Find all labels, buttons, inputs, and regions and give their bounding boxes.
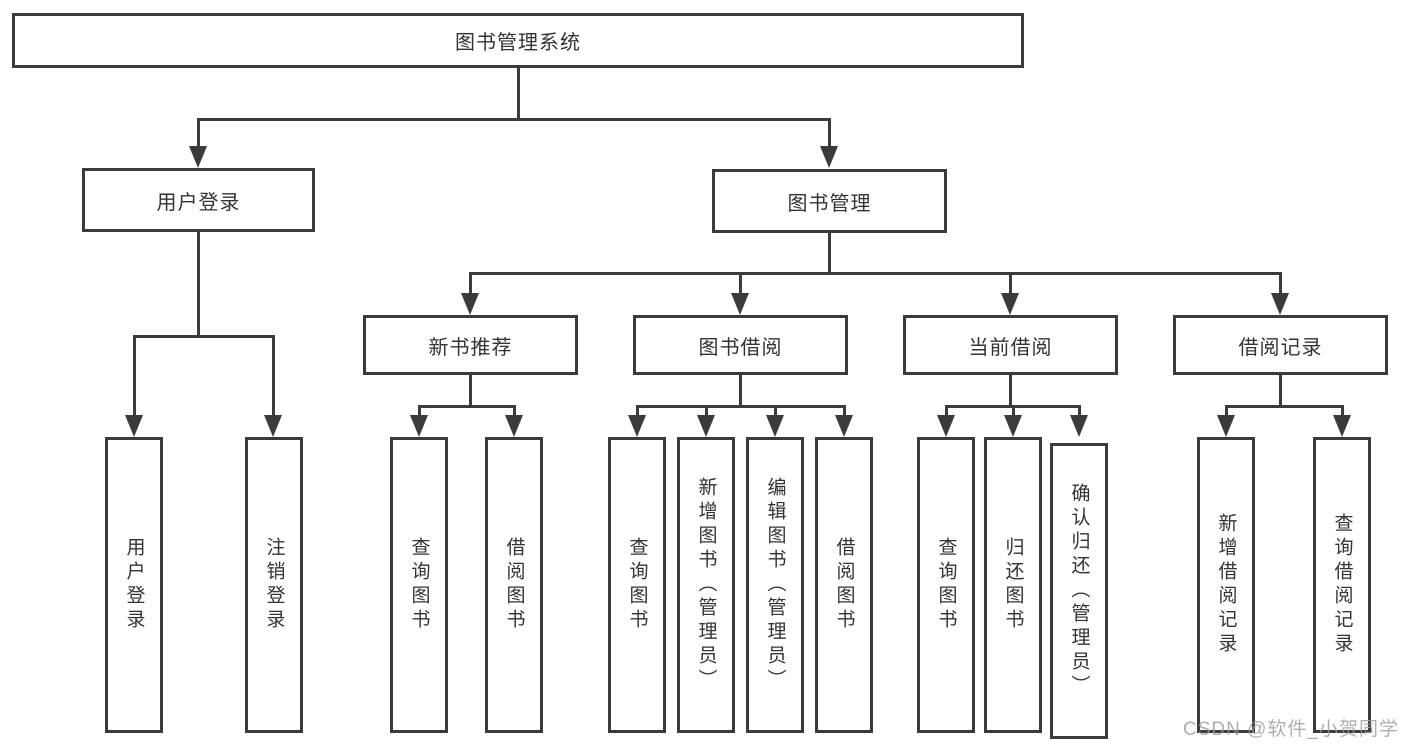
node-book-management: 图书管理 (712, 169, 947, 233)
arrow-down-icon (697, 415, 715, 437)
connector-stub (636, 405, 639, 417)
connector-login-split (133, 335, 275, 338)
connector-stub (469, 272, 472, 295)
connector-split (418, 405, 516, 408)
connector-stub (1012, 405, 1015, 417)
connector-stub (272, 335, 275, 416)
arrow-down-icon (628, 415, 646, 437)
connector-root-split (197, 118, 831, 121)
arrow-down-icon (1271, 293, 1289, 315)
arrow-down-icon (766, 415, 784, 437)
arrow-down-icon (937, 415, 955, 437)
node-current-borrow: 当前借阅 (903, 315, 1118, 375)
arrow-down-icon (1070, 415, 1088, 437)
connector-mgmt-trunk (828, 233, 831, 275)
connector-login-trunk (197, 232, 200, 338)
node-book-borrow: 图书借阅 (633, 315, 848, 375)
csdn-watermark: CSDN @软件_小贺同学 (1183, 719, 1399, 740)
leaf-query-books: 查询图书 (390, 437, 448, 733)
leaf-query-borrow-record: 查询借阅记录 (1313, 437, 1371, 733)
connector-stub (133, 335, 136, 416)
connector-stub (1279, 272, 1282, 295)
arrow-down-icon (1001, 293, 1019, 315)
connector-stub (1225, 405, 1228, 417)
connector-split (1225, 405, 1343, 408)
leaf-borrow-books-2: 借阅图书 (815, 437, 873, 733)
node-root: 图书管理系统 (12, 13, 1024, 68)
arrow-down-icon (820, 146, 838, 168)
connector-mgmt-split (469, 272, 1281, 275)
connector-stub (418, 405, 421, 417)
leaf-add-books-admin: 新增图书（管理员） (677, 437, 735, 733)
connector-stub (1009, 272, 1012, 295)
connector-stub (739, 272, 742, 295)
leaf-edit-books-admin: 编辑图书（管理员） (746, 437, 804, 733)
connector-stub (774, 405, 777, 417)
arrow-down-icon (125, 415, 143, 437)
leaf-borrow-books: 借阅图书 (485, 437, 543, 733)
connector-stub-book-mgmt (828, 118, 831, 148)
leaf-return-books: 归还图书 (984, 437, 1042, 733)
arrow-down-icon (505, 415, 523, 437)
arrow-down-icon (731, 293, 749, 315)
connector-stub-user-login (197, 118, 200, 148)
connector-split (636, 405, 845, 408)
connector-stub (1341, 405, 1344, 417)
connector-stub (843, 405, 846, 417)
arrow-down-icon (1004, 415, 1022, 437)
arrow-down-icon (264, 415, 282, 437)
connector-stub (705, 405, 708, 417)
leaf-query-books-2: 查询图书 (608, 437, 666, 733)
connector-stub (1078, 405, 1081, 417)
leaf-add-borrow-record: 新增借阅记录 (1197, 437, 1255, 733)
connector-root-trunk (517, 68, 520, 121)
connector-trunk (739, 375, 742, 408)
leaf-query-books-3: 查询图书 (917, 437, 975, 733)
leaf-user-login: 用户登录 (105, 437, 163, 733)
arrow-down-icon (189, 146, 207, 168)
connector-trunk (1009, 375, 1012, 408)
arrow-down-icon (1217, 415, 1235, 437)
leaf-logout: 注销登录 (245, 437, 303, 733)
connector-stub (945, 405, 948, 417)
arrow-down-icon (1333, 415, 1351, 437)
leaf-confirm-return-admin: 确认归还（管理员） (1050, 443, 1108, 739)
arrow-down-icon (835, 415, 853, 437)
node-new-book-recommend: 新书推荐 (363, 315, 578, 375)
connector-stub (513, 405, 516, 417)
node-borrow-record: 借阅记录 (1173, 315, 1388, 375)
arrow-down-icon (410, 415, 428, 437)
arrow-down-icon (461, 293, 479, 315)
connector-trunk (1279, 375, 1282, 408)
connector-trunk (469, 375, 472, 408)
node-user-login: 用户登录 (82, 168, 315, 232)
